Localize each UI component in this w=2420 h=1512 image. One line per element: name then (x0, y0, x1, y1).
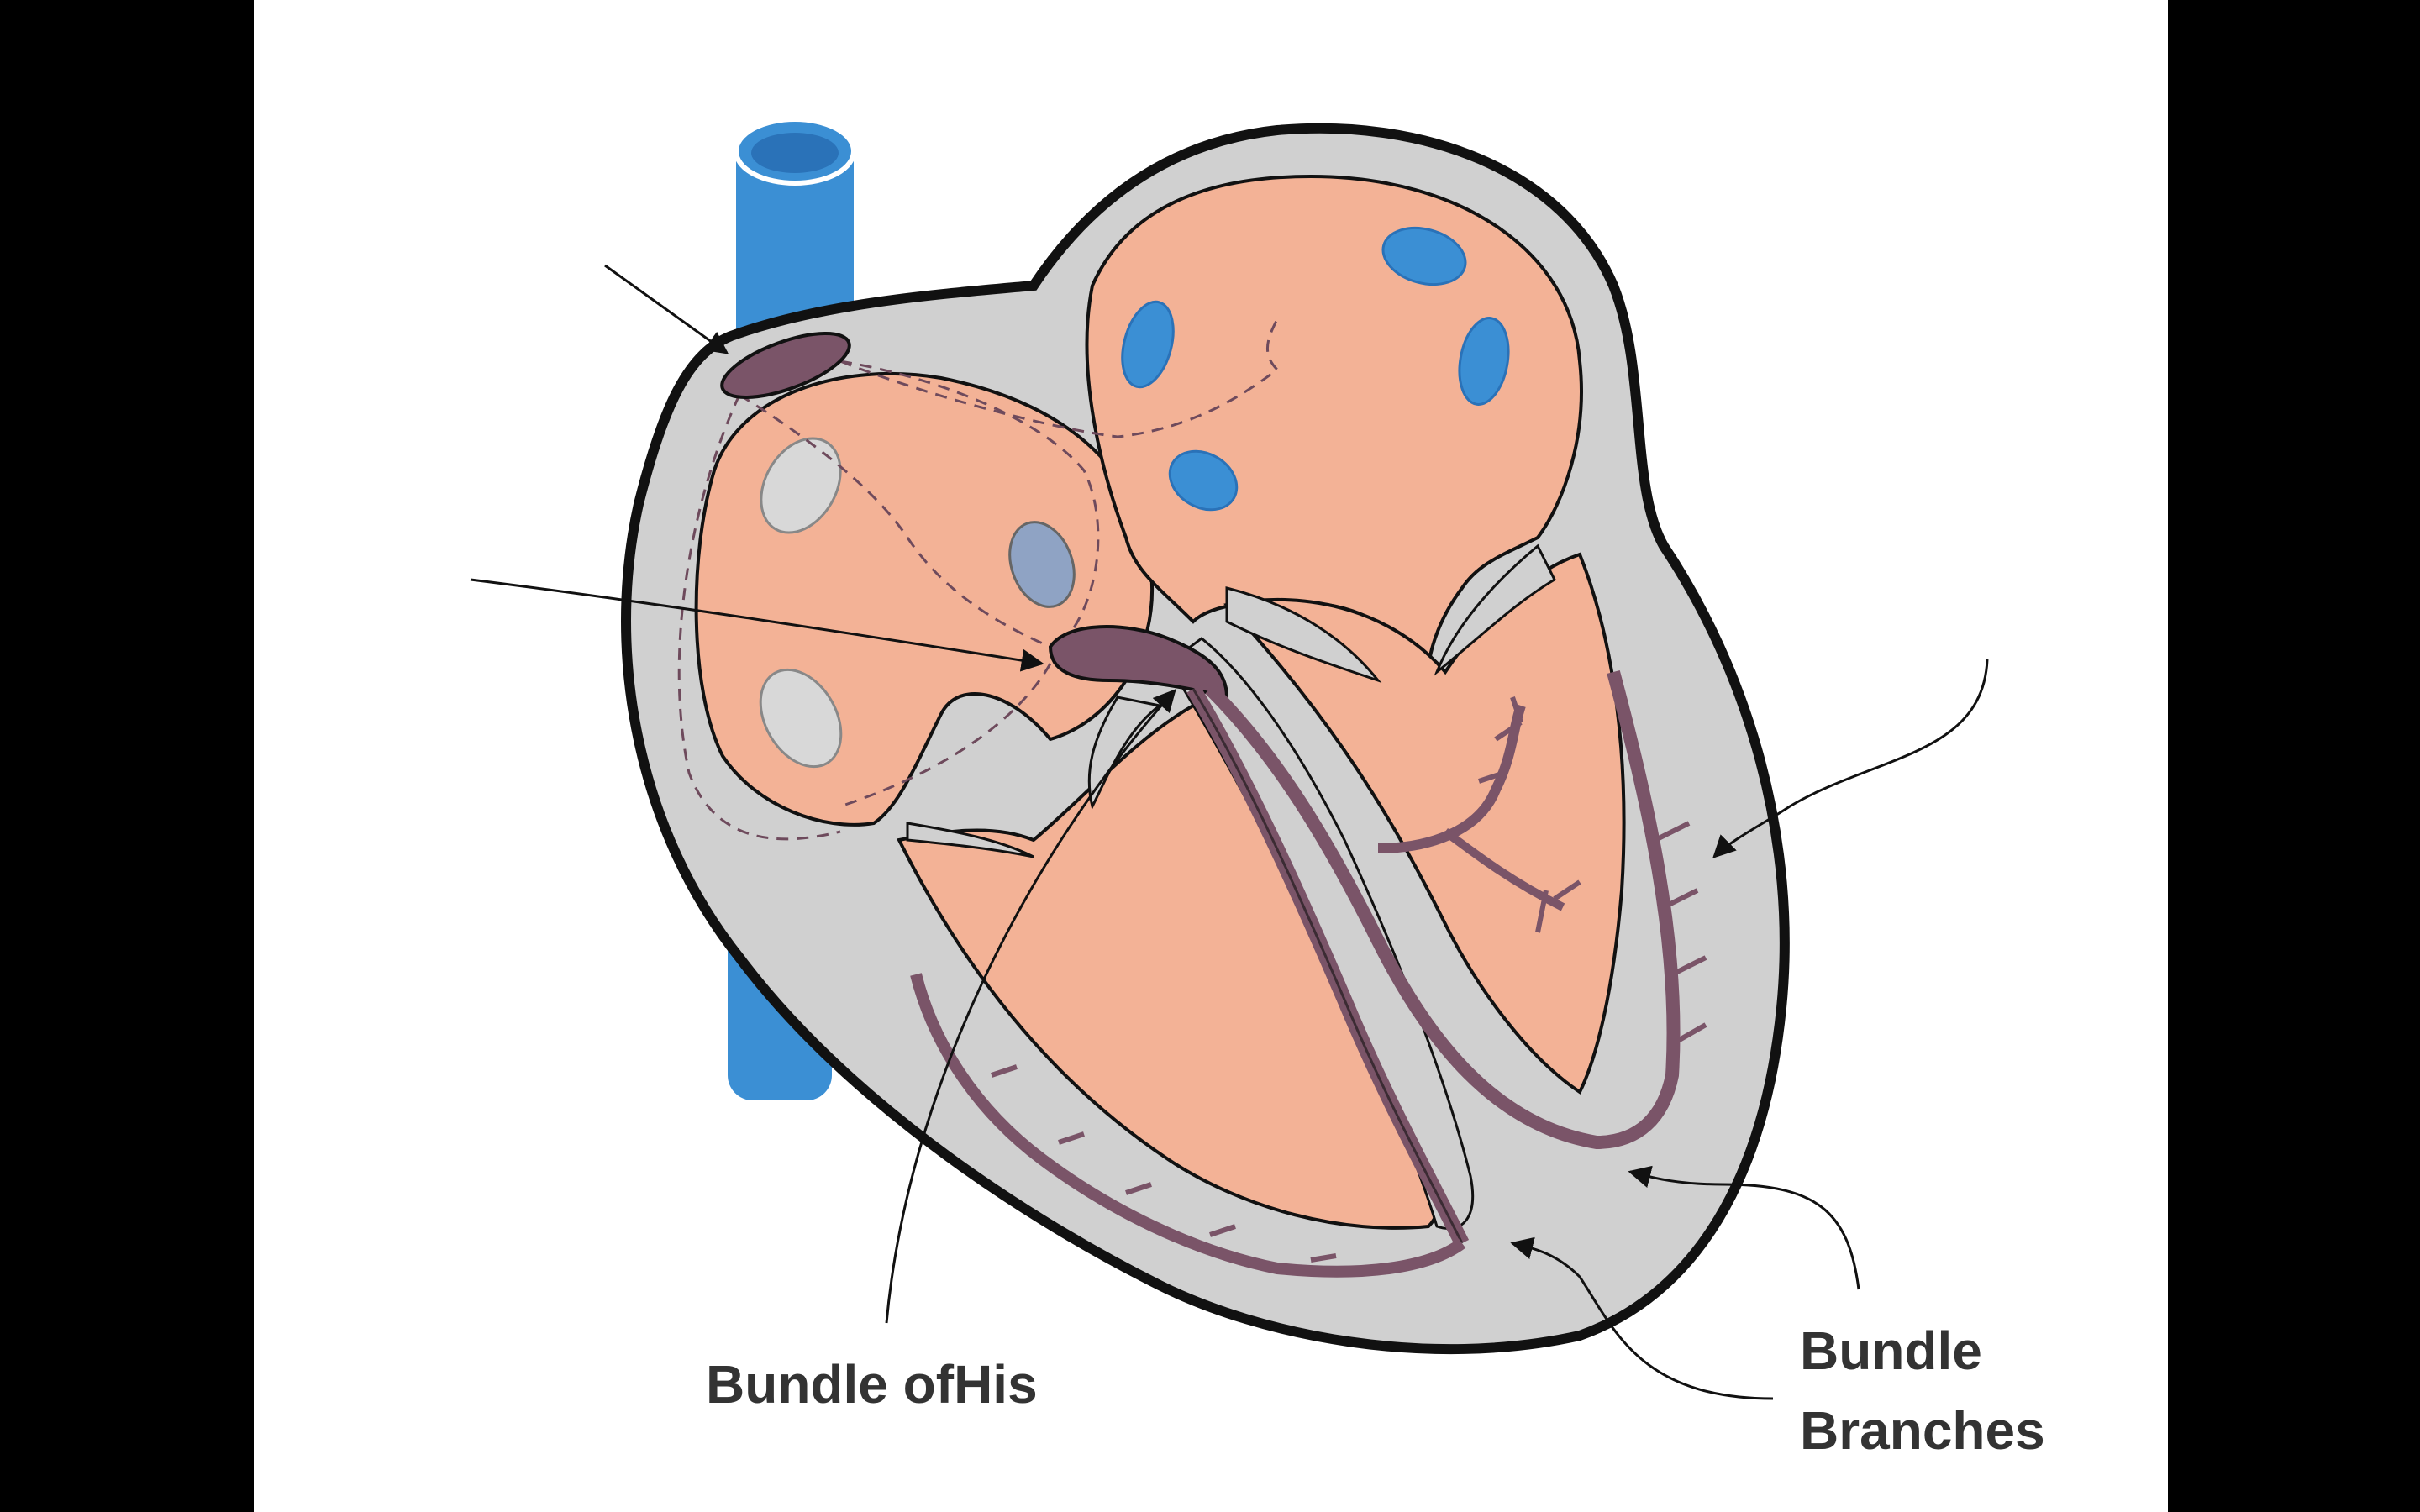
leader-lines (470, 264, 1989, 1400)
vessel-opening (1121, 300, 1175, 389)
valve-flap (906, 822, 1034, 858)
vessel-opening (1381, 226, 1467, 286)
valve-flap (1225, 586, 1382, 684)
left-ventricle (1223, 552, 1626, 1095)
vessel-opening (1168, 449, 1239, 512)
sa-node (720, 332, 851, 399)
left-atrium (1085, 174, 1583, 677)
valve-flap (1434, 543, 1556, 676)
label-bundle-branches-line2: Branches (1800, 1400, 2045, 1461)
label-bundle-branches-line1: Bundle (1800, 1320, 1982, 1381)
conduction-system (910, 625, 1707, 1278)
vessel-opening (1008, 521, 1076, 608)
internodal-pathways (677, 318, 1280, 841)
vessel-opening (759, 668, 843, 769)
vessel-opening (760, 437, 842, 534)
vessel-opening (1458, 317, 1510, 406)
valve-flap (1087, 696, 1163, 811)
label-bundle-of-his: Bundle ofHis (706, 1354, 1038, 1415)
